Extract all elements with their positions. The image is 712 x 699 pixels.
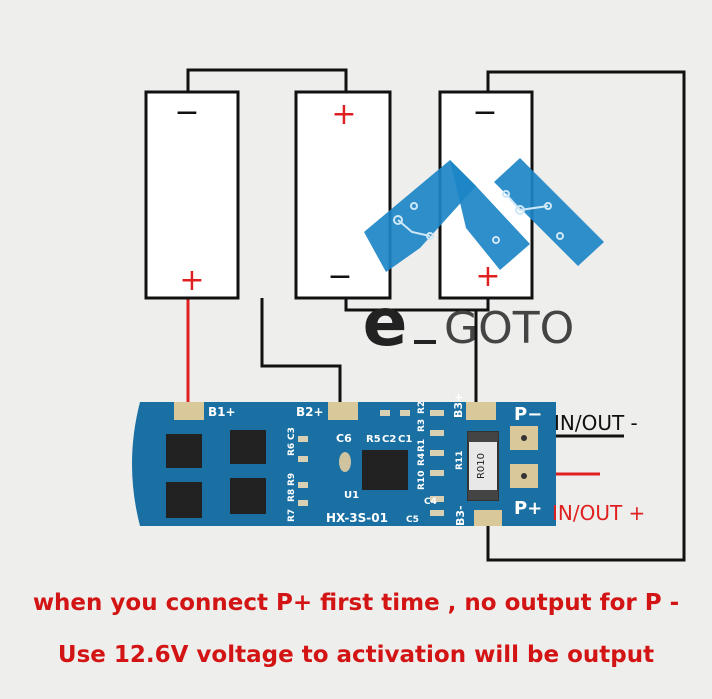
mosfet-chips (166, 430, 266, 518)
label-c1: C1 (398, 434, 412, 445)
label-r5: R5 (366, 434, 381, 445)
controller-ic-u1 (362, 450, 408, 490)
label-model: HX-3S-01 (326, 511, 388, 525)
bms-board: B1+ B2+ B3+ B3- P− P+ HX-3S-01 C6 R6 C3 … (132, 393, 556, 526)
label-b3: B3+ (452, 393, 465, 418)
battery-top-sign: − (472, 95, 497, 130)
label-u1: U1 (344, 490, 359, 501)
label-r4: R4 (417, 453, 427, 466)
pad-b3-minus (474, 510, 502, 526)
pad-b3 (466, 402, 496, 420)
label-r10: R10 (417, 471, 427, 490)
label-r6: R6 (287, 443, 297, 456)
label-b1: B1+ (208, 405, 236, 419)
label-c6: C6 (336, 432, 352, 445)
label-c4: C4 (424, 497, 437, 507)
label-c5: C5 (406, 515, 419, 525)
in-out-plus-label: IN/OUT + (552, 501, 645, 525)
wire-b3-top-right (486, 70, 686, 562)
label-p-minus: P− (514, 404, 542, 425)
battery-top-sign: + (331, 97, 356, 132)
battery-2: + − (294, 90, 392, 300)
label-b2: B2+ (296, 405, 324, 419)
logo-text: GOTO (444, 303, 574, 354)
battery-bottom-sign: − (327, 259, 352, 294)
logo-underscore (414, 340, 436, 344)
label-r1: R1 (417, 439, 427, 452)
smd-components (298, 410, 444, 516)
pad-b1 (174, 402, 204, 420)
label-r2: R2 (417, 401, 427, 414)
egoto-logo: e GOTO (363, 158, 604, 361)
battery-body (294, 90, 392, 300)
logo-letter: e (363, 284, 408, 361)
label-r3: R3 (417, 419, 427, 432)
wire-b2-bottom-link (344, 297, 490, 312)
label-r9: R9 (287, 473, 297, 486)
logo-chevron-icon (450, 160, 530, 270)
pad-b2 (328, 402, 358, 420)
label-b3-minus: B3- (454, 505, 467, 526)
battery-1: − + (144, 90, 240, 300)
battery-top-sign: − (174, 95, 199, 130)
label-r7: R7 (287, 509, 297, 522)
logo-chevron-icon (364, 160, 476, 272)
battery-bottom-sign: + (179, 263, 204, 298)
caption-line-2: Use 12.6V voltage to activation will be … (57, 642, 655, 668)
label-r11: R11 (455, 451, 465, 470)
label-resistor-r010: R010 (476, 453, 487, 479)
wire-b1-top-link (186, 68, 348, 92)
label-c3: C3 (287, 427, 297, 440)
capacitor-c6 (339, 452, 351, 472)
logo-parallelogram-icon (494, 158, 604, 266)
label-c2: C2 (382, 434, 396, 445)
wire-b2-left (260, 298, 342, 402)
logo-circuit-traces (393, 190, 564, 244)
label-r8: R8 (287, 489, 297, 502)
label-p-plus: P+ (514, 498, 542, 519)
in-out-minus-label: IN/OUT - (554, 411, 638, 435)
caption-line-1: when you connect P+ first time , no outp… (32, 590, 680, 616)
battery-body (144, 90, 240, 300)
